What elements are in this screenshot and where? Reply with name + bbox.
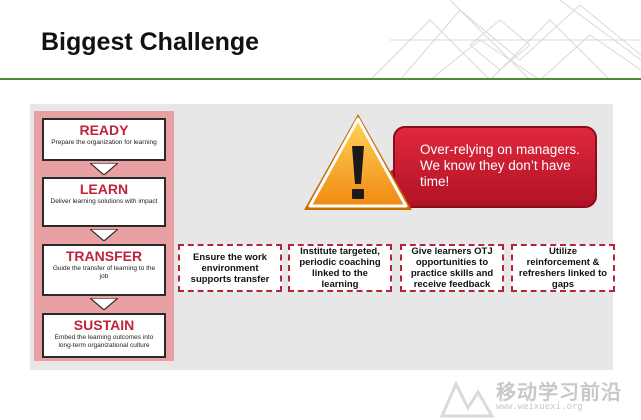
stage-name: TRANSFER bbox=[65, 248, 143, 264]
mountain-logo-icon bbox=[439, 380, 495, 418]
stage-learn: LEARN Deliver learning solutions with im… bbox=[42, 177, 166, 227]
stage-sustain: SUSTAIN Embed the learning outcomes into… bbox=[42, 313, 166, 358]
transfer-step: Give learners OTJ opportunities to pract… bbox=[400, 244, 504, 292]
slide-title: Biggest Challenge bbox=[41, 28, 260, 56]
stage-description: Embed the learning outcomes into long-te… bbox=[54, 334, 154, 349]
transfer-step: Ensure the work environment supports tra… bbox=[178, 244, 282, 292]
warning-triangle-icon bbox=[304, 114, 412, 210]
transfer-step: Utilize reinforcement & refreshers linke… bbox=[511, 244, 615, 292]
stage-name: READY bbox=[79, 122, 129, 138]
stage-description: Guide the transfer of learning to the jo… bbox=[52, 265, 156, 280]
stage-ready: READY Prepare the organization for learn… bbox=[42, 118, 166, 161]
watermark-url: www.weixuexi.org bbox=[496, 402, 583, 412]
down-arrow-icon bbox=[90, 298, 118, 310]
down-arrow-icon bbox=[90, 229, 118, 241]
stage-name: LEARN bbox=[79, 181, 129, 197]
title-divider bbox=[0, 78, 641, 80]
stage-description: Deliver learning solutions with impact bbox=[50, 198, 158, 205]
decorative-line-pattern bbox=[369, 0, 641, 80]
callout-text: Over-relying on managers. We know they d… bbox=[420, 142, 580, 189]
down-arrow-icon bbox=[90, 163, 118, 175]
stage-transfer: TRANSFER Guide the transfer of learning … bbox=[42, 244, 166, 296]
stage-name: SUSTAIN bbox=[73, 317, 135, 333]
transfer-step: Institute targeted, periodic coaching li… bbox=[288, 244, 392, 292]
stage-description: Prepare the organization for learning bbox=[51, 139, 157, 146]
callout-bubble bbox=[393, 126, 597, 208]
watermark-text: 移动学习前沿 bbox=[496, 380, 622, 404]
